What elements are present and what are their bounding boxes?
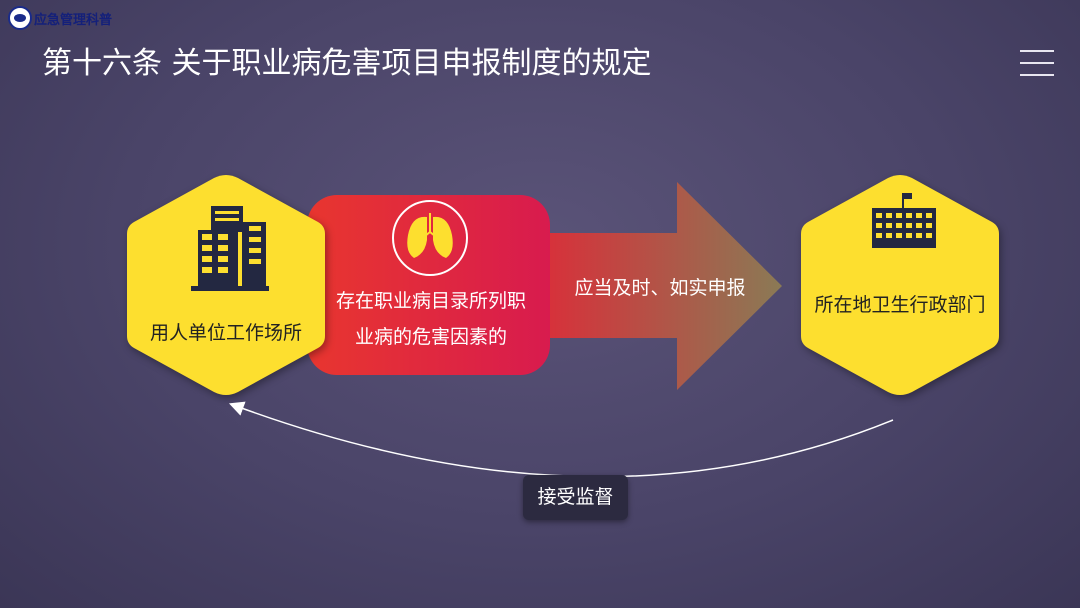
logo-text: 应急管理科普	[34, 12, 113, 28]
main-arrow	[545, 182, 782, 390]
hazard-label-line2: 业病的危害因素的	[354, 326, 507, 348]
feedback-curve-arrow	[228, 401, 894, 478]
page-title: 第十六条 关于职业病危害项目申报制度的规定	[42, 46, 652, 81]
emblem-icon	[8, 6, 32, 30]
hazard-label-line1: 存在职业病目录所列职	[335, 290, 526, 312]
government-building-icon	[872, 193, 936, 248]
hazard-box	[307, 195, 550, 375]
office-building-icon	[191, 206, 269, 291]
logo: 应急管理科普	[8, 6, 112, 30]
authority-label: 所在地卫生行政部门	[814, 294, 986, 316]
action-label: 应当及时、如实申报	[574, 277, 746, 299]
authority-hexagon	[801, 175, 999, 395]
lungs-icon	[392, 200, 468, 276]
supervision-label: 接受监督	[523, 475, 628, 520]
hamburger-menu-icon[interactable]	[1020, 50, 1054, 76]
employer-label: 用人单位工作场所	[149, 322, 302, 344]
